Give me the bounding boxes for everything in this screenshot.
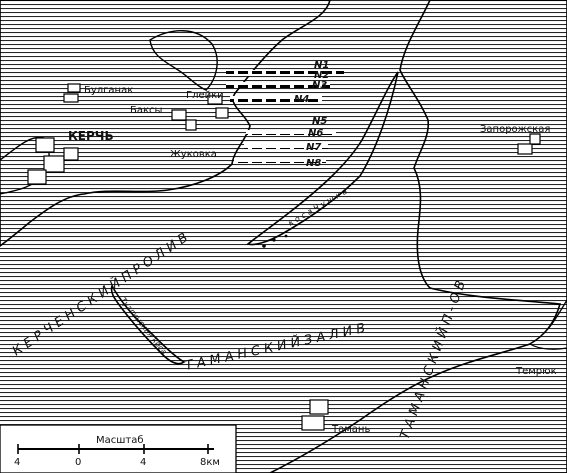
scale-tick: 4: [14, 457, 20, 468]
site-label: N2: [314, 70, 329, 81]
site-label: N6: [308, 128, 323, 139]
taman-land: [269, 0, 567, 473]
site-label: N8: [306, 158, 321, 169]
crimea-land: [0, 0, 331, 248]
scale-tick: 4: [140, 457, 146, 468]
site-label: N1: [314, 60, 329, 71]
chushka-spit: [246, 71, 399, 246]
islet: [262, 244, 266, 248]
label-bulganak: Булганак: [84, 85, 133, 96]
site-strips: [226, 70, 344, 163]
temryuk-bay: [528, 298, 567, 350]
site-label: N5: [312, 116, 327, 127]
site-numbers: N1 N2 N3 N4 N5 N6 N7 N8: [294, 60, 329, 169]
label-kerch: КЕРЧЬ: [68, 129, 114, 143]
site-label: N3: [312, 80, 327, 91]
label-taman: Тамань: [331, 424, 370, 435]
site-label: N4: [294, 94, 309, 105]
label-zaporozhskaya: Запорожская: [480, 124, 550, 135]
label-gleyki: Глейки: [186, 90, 224, 101]
settlement-markers: [27, 83, 541, 431]
label-baksy: Баксы: [130, 105, 162, 116]
scale-tick: 8км: [200, 457, 220, 468]
islet: [284, 234, 288, 238]
islet: [272, 238, 276, 242]
scale-tick: 0: [75, 457, 81, 468]
label-zhukovka: Жуковка: [170, 149, 217, 160]
scale-bar: Масштаб 4 0 4 8км: [0, 424, 237, 473]
scale-title: Масштаб: [96, 435, 144, 446]
label-temryuk: Темрюк: [515, 366, 557, 377]
northern-inlet: [149, 30, 218, 91]
tuzla-spit: [110, 284, 186, 365]
site-label: N7: [306, 142, 321, 153]
